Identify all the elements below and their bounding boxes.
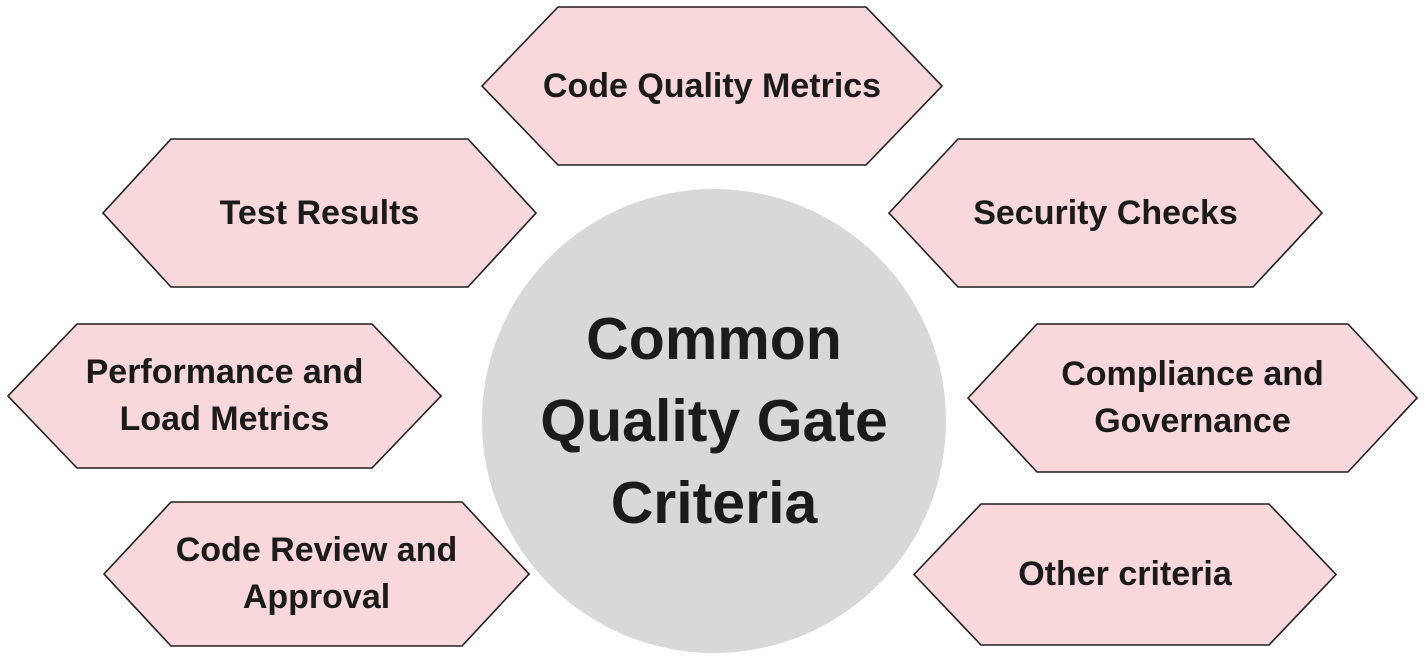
hexagon-shape — [103, 501, 530, 647]
center-circle: Common Quality Gate Criteria — [482, 189, 946, 653]
hexagon-compliance-and-governance: Compliance and Governance — [967, 322, 1418, 474]
hexagon-performance-and-load-metrics: Performance and Load Metrics — [7, 322, 442, 470]
hexagon-label: Security Checks — [973, 193, 1238, 232]
hexagon-shape — [102, 138, 537, 288]
hexagon-shape — [967, 323, 1418, 473]
hexagon-label: Performance and Load Metrics — [85, 353, 364, 438]
hexagon-label: Test Results — [219, 193, 420, 232]
hexagon-label: Compliance and Governance — [1061, 355, 1324, 440]
hexagon-label: Other criteria — [1018, 555, 1232, 594]
hexagon-security-checks: Security Checks — [888, 137, 1323, 289]
hexagon-label: Code Review and Approval — [175, 531, 458, 616]
hexagon-shape — [7, 323, 442, 469]
hexagon-shape — [888, 138, 1323, 288]
hexagon-shape — [913, 503, 1337, 646]
hexagon-code-quality-metrics: Code Quality Metrics — [481, 5, 943, 167]
hexagon-other-criteria: Other criteria — [913, 502, 1337, 647]
hexagon-shape — [481, 6, 943, 166]
hexagon-code-review-and-approval: Code Review and Approval — [103, 500, 530, 648]
diagram-title: Common Quality Gate Criteria — [540, 306, 888, 536]
hexagon-test-results: Test Results — [102, 137, 537, 289]
hexagon-label: Code Quality Metrics — [542, 66, 882, 105]
